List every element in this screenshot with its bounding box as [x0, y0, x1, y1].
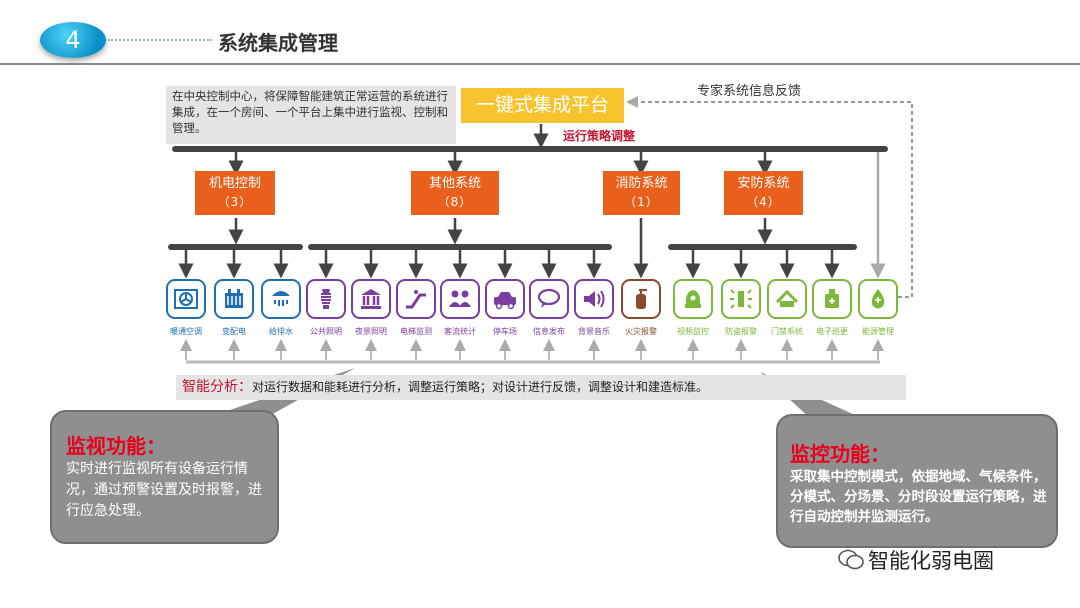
car-icon: [494, 292, 516, 310]
subsystem-tile: [166, 279, 206, 319]
subsystem-label: 给排水: [269, 327, 293, 336]
subsystem-tile: [440, 279, 480, 319]
people-icon: [449, 290, 471, 307]
analysis-label: 智能分析：: [182, 379, 252, 395]
alarm-icon: [730, 289, 752, 309]
subsystem-label: 停车场: [493, 327, 517, 336]
landmark-icon: [361, 289, 381, 309]
subsystem-label: 夜景照明: [355, 327, 387, 336]
subsystem-label: 公共照明: [310, 327, 342, 336]
subsystem-label: 变配电: [222, 327, 246, 336]
control-body: 采取集中控制模式，依据地域、气候条件，分模式、分场景、分时段设置运行策略，进行自…: [790, 469, 1047, 525]
monitor-title: 监视功能：: [66, 434, 166, 458]
group-name: 其他系统: [428, 176, 481, 191]
dotted-divider: [108, 39, 212, 41]
group-other: 其他系统 （8）: [411, 171, 499, 215]
subsystem-label: 客流统计: [444, 327, 476, 336]
subsystem-tile: [574, 279, 614, 319]
subsystem-tile: [858, 279, 898, 319]
group-count: （4）: [746, 195, 781, 209]
subsystem-tile: [485, 279, 525, 319]
camera-icon: [685, 290, 701, 308]
group-fire: 消防系统 （1）: [603, 171, 680, 215]
subsystem-label: 背景音乐: [578, 327, 610, 336]
section-number-badge: 4: [40, 22, 106, 58]
header-rule: [0, 63, 1080, 65]
subsystem-tile: [396, 279, 436, 319]
group-name: 消防系统: [615, 176, 668, 191]
page-title: 系统集成管理: [218, 31, 338, 55]
subsystem-tile: [673, 279, 713, 319]
group-count: （8）: [437, 195, 473, 209]
fan-icon: [174, 289, 198, 309]
subsystem-label: 暖通空调: [170, 327, 202, 336]
subsystem-label: 防盗报警: [725, 327, 757, 336]
control-title: 监控功能：: [790, 442, 890, 466]
wechat-icon: [838, 549, 864, 570]
analysis-text: 对运行数据和能耗进行分析，调整运行策略；对设计进行反馈，调整设计和建造标准。: [252, 380, 709, 394]
card-icon: [775, 289, 799, 307]
subsystem-tile: [351, 279, 391, 319]
bus-bar-mep: [168, 244, 303, 250]
group-count: （3）: [217, 195, 253, 209]
intro-description: 在中央控制中心，将保障智能建筑正常运营的系统进行集成，在一个房间、一个平台上集中…: [166, 86, 456, 144]
main-bus-bar: [172, 146, 888, 152]
monitor-callout: 监视功能： 实时进行监视所有设备运行情况，通过预警设置及时报警，进行应急处理。: [50, 410, 279, 544]
escalator-icon: [406, 290, 426, 309]
subsystem-tile: [621, 279, 661, 319]
subsystem-tile: [214, 279, 254, 319]
group-count: （1）: [624, 195, 659, 209]
subsystem-label: 电梯监测: [400, 327, 432, 336]
group-name: 机电控制: [208, 176, 261, 191]
subsystem-tile: [767, 279, 807, 319]
group-mep: 机电控制 （3）: [195, 171, 275, 215]
speaker-icon: [584, 290, 605, 308]
transformer-icon: [225, 289, 243, 308]
extinguisher-icon: [636, 289, 647, 309]
subsystem-tile: [306, 279, 346, 319]
subsystem-label: 能源管理: [862, 327, 894, 336]
bus-bar-security: [668, 244, 857, 250]
subsystem-label: 电子巡更: [816, 327, 848, 336]
drop-icon: [871, 289, 885, 309]
subsystem-tile: [812, 279, 852, 319]
strategy-label: 运行策略调整: [563, 129, 636, 143]
bus-bar-other: [308, 244, 612, 250]
shower-icon: [272, 291, 290, 306]
group-security: 安防系统 （4）: [724, 171, 803, 215]
subsystem-tile: [529, 279, 569, 319]
watermark-text: 智能化弱电圈: [868, 549, 994, 573]
analysis-bar: 智能分析：对运行数据和能耗进行分析，调整运行策略；对设计进行反馈，调整设计和建造…: [176, 375, 906, 400]
integration-platform-box: 一键式集成平台: [461, 88, 624, 123]
bulb-icon: [321, 289, 331, 309]
subsystem-label: 信息发布: [533, 327, 565, 336]
speech-icon: [537, 288, 561, 308]
subsystem-label: 视频监控: [677, 327, 709, 336]
subsystem-label: 火灾报警: [625, 327, 657, 336]
patrol-icon: [825, 289, 839, 308]
monitor-body: 实时进行监视所有设备运行情况，通过预警设置及时报警，进行应急处理。: [66, 461, 262, 519]
group-name: 安防系统: [737, 176, 790, 191]
watermark: 智能化弱电圈: [838, 545, 994, 575]
control-callout: 监控功能： 采取集中控制模式，依据地域、气候条件，分模式、分场景、分时段设置运行…: [776, 414, 1058, 548]
feedback-label: 专家系统信息反馈: [697, 84, 802, 99]
subsystem-tile: [721, 279, 761, 319]
subsystem-label: 门禁系统: [771, 327, 803, 336]
subsystem-tile: [261, 279, 301, 319]
